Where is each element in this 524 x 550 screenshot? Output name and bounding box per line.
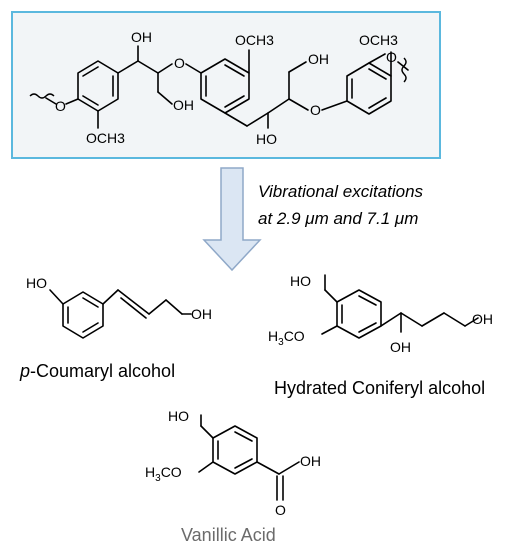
label-o-link-1: O bbox=[174, 55, 185, 71]
vanillic-och3-co: CO bbox=[161, 464, 182, 480]
coniferyl-caption: Hydrated Coniferyl alcohol bbox=[274, 378, 485, 398]
wavy-bond-left bbox=[29, 93, 55, 99]
coumaryl-caption-rest: -Coumaryl alcohol bbox=[30, 361, 175, 381]
label-och3-bottom-left: OCH3 bbox=[86, 130, 125, 146]
vanillic-ho-label: HO bbox=[168, 408, 189, 424]
coumaryl-alcohol-structure: HO OH bbox=[26, 275, 212, 339]
coniferyl-ho-label: HO bbox=[290, 273, 311, 289]
vanillic-caption: Vanillic Acid bbox=[181, 525, 276, 545]
coniferyl-och3-co: CO bbox=[284, 328, 305, 344]
coniferyl-och3-sub: 3 bbox=[278, 337, 284, 348]
down-arrow-icon bbox=[202, 167, 262, 272]
polymer-box bbox=[11, 11, 441, 159]
reaction-arrow bbox=[202, 167, 262, 272]
label-oh-low-left: OH bbox=[173, 97, 194, 113]
note-unit-2: μm bbox=[394, 209, 418, 228]
coniferyl-oh-chain-label: OH bbox=[472, 311, 493, 327]
coniferyl-oh-low-label: OH bbox=[390, 339, 411, 355]
vanillic-och3-h: H bbox=[145, 464, 155, 480]
vanillic-och3-sub: 3 bbox=[155, 473, 161, 484]
coumaryl-oh-label: OH bbox=[191, 306, 212, 322]
arrow-note-line-1: Vibrational excitations bbox=[258, 182, 424, 201]
label-o-link-2: O bbox=[310, 102, 321, 118]
coniferyl-och3-label: H3CO bbox=[268, 328, 305, 348]
label-ho-bottom-mid: HO bbox=[256, 131, 277, 147]
coumaryl-caption: p-Coumaryl alcohol bbox=[19, 361, 175, 381]
label-o-end-left: O bbox=[55, 98, 66, 114]
note-unit-1: μm bbox=[304, 209, 328, 228]
label-och3-top-right: OCH3 bbox=[359, 32, 398, 48]
note-mid: and 7.1 bbox=[329, 209, 395, 228]
label-o-end-right: O bbox=[386, 49, 397, 65]
arrow-note-line-2: at 2.9 μm and 7.1 μm bbox=[258, 209, 418, 228]
label-oh-right-chain: OH bbox=[308, 51, 329, 67]
vanillic-o-label: O bbox=[275, 502, 286, 518]
label-oh-top-left: OH bbox=[131, 29, 152, 45]
wavy-bond-right bbox=[401, 57, 407, 83]
vanillic-acid-structure: HO H3CO OH O bbox=[145, 408, 321, 518]
polymer-bonds bbox=[29, 45, 409, 129]
vanillic-oh-label: OH bbox=[300, 453, 321, 469]
coniferyl-alcohol-structure: HO H3CO OH OH bbox=[268, 273, 493, 355]
vanillic-och3-label: H3CO bbox=[145, 464, 182, 484]
coumaryl-caption-italic: p bbox=[19, 361, 30, 381]
label-och3-top-mid: OCH3 bbox=[235, 32, 274, 48]
lignin-polymer-structure: OH OCH3 OCH3 OH O O O O OH OCH3 HO bbox=[11, 11, 441, 159]
note-prefix: at 2.9 bbox=[258, 209, 305, 228]
polymer-labels: OH OCH3 OCH3 OH O O O O OH OCH3 HO bbox=[55, 29, 398, 147]
coniferyl-och3-h: H bbox=[268, 328, 278, 344]
coumaryl-ho-label: HO bbox=[26, 275, 47, 291]
